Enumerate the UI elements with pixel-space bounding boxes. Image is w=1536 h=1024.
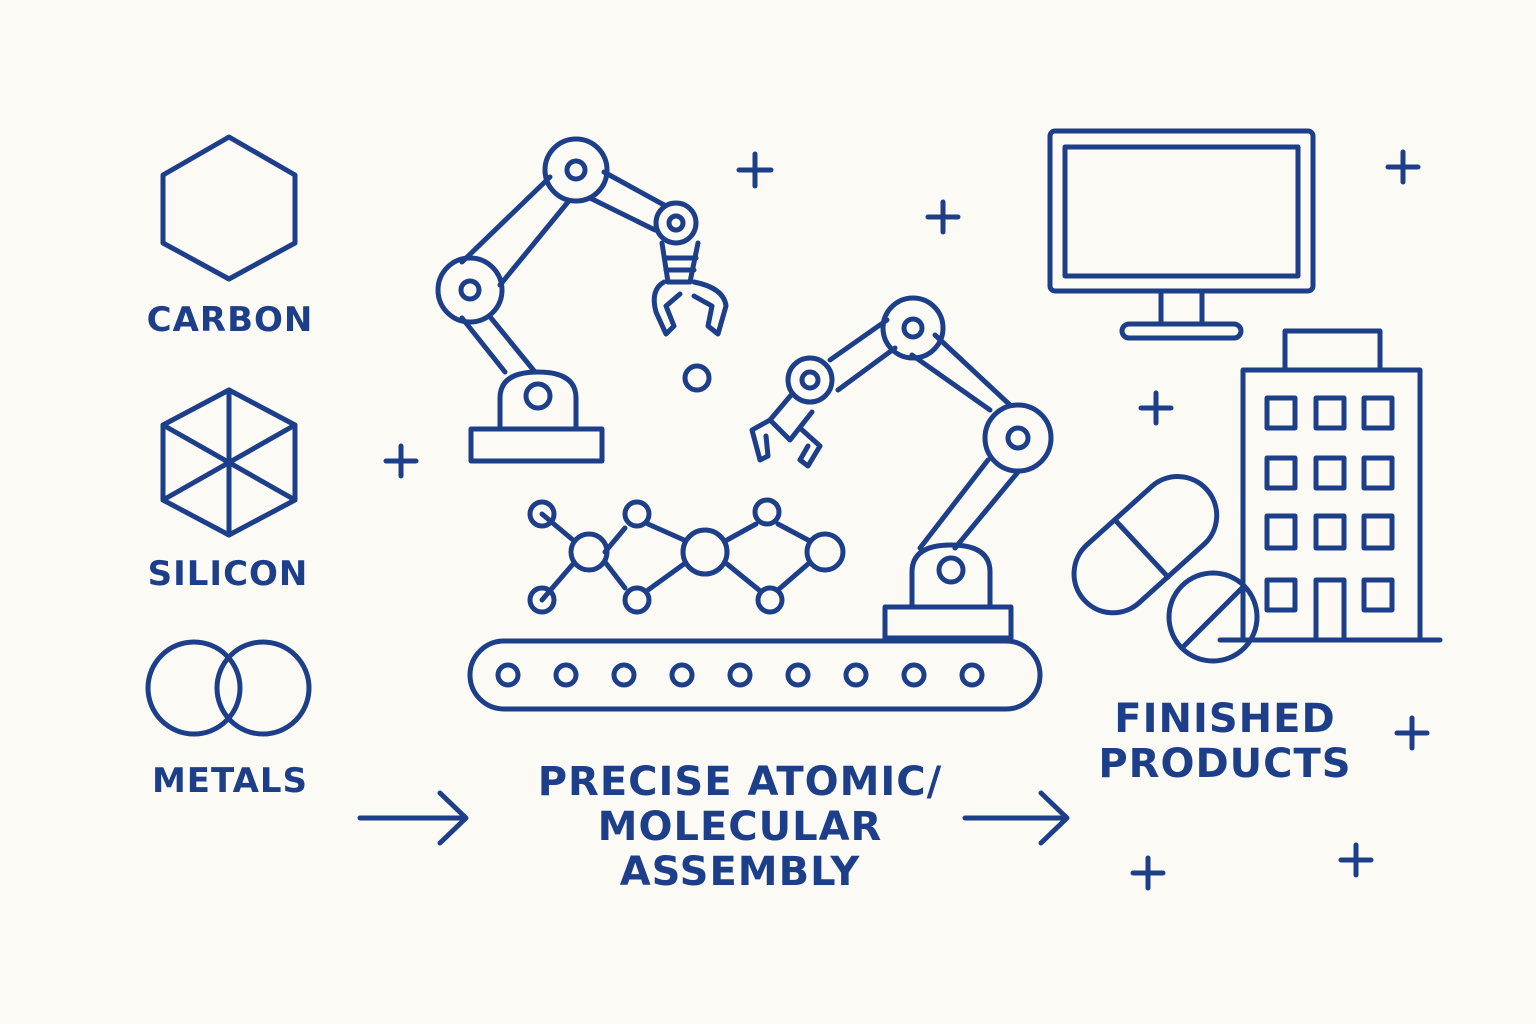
output-label: FINISHED PRODUCTS [1075,697,1375,787]
pill-capsule-icon [1071,474,1220,616]
output-label-line1: FINISHED [1114,696,1336,742]
arrow-right-icon [962,790,1070,846]
hexagon-icon [160,134,298,282]
molecule-icon [527,497,846,615]
arrow-right-icon [357,790,469,846]
atom-icon [682,363,712,393]
output-label-line2: PRODUCTS [1098,740,1352,787]
monitor-icon [1047,128,1316,341]
conveyor-belt-icon [467,638,1043,712]
overlapping-circles-icon [145,639,312,737]
robot-arm-icon [749,295,1054,641]
silicon-label: SILICON [147,554,309,594]
process-label-line3: ASSEMBLY [619,848,861,895]
building-icon [1217,328,1443,643]
hexagon-lattice-icon [160,387,298,538]
metals-label: METALS [151,761,309,801]
process-label-line1: PRECISE ATOMIC/ [537,759,943,805]
robot-arm-icon [435,136,729,464]
process-label-line2: MOLECULAR [597,803,883,850]
pill-tablet-icon [1166,570,1260,664]
sparkle-plus-icon [383,149,1430,891]
process-label: PRECISE ATOMIC/ MOLECULAR ASSEMBLY [480,760,1000,894]
carbon-label: CARBON [146,300,314,340]
